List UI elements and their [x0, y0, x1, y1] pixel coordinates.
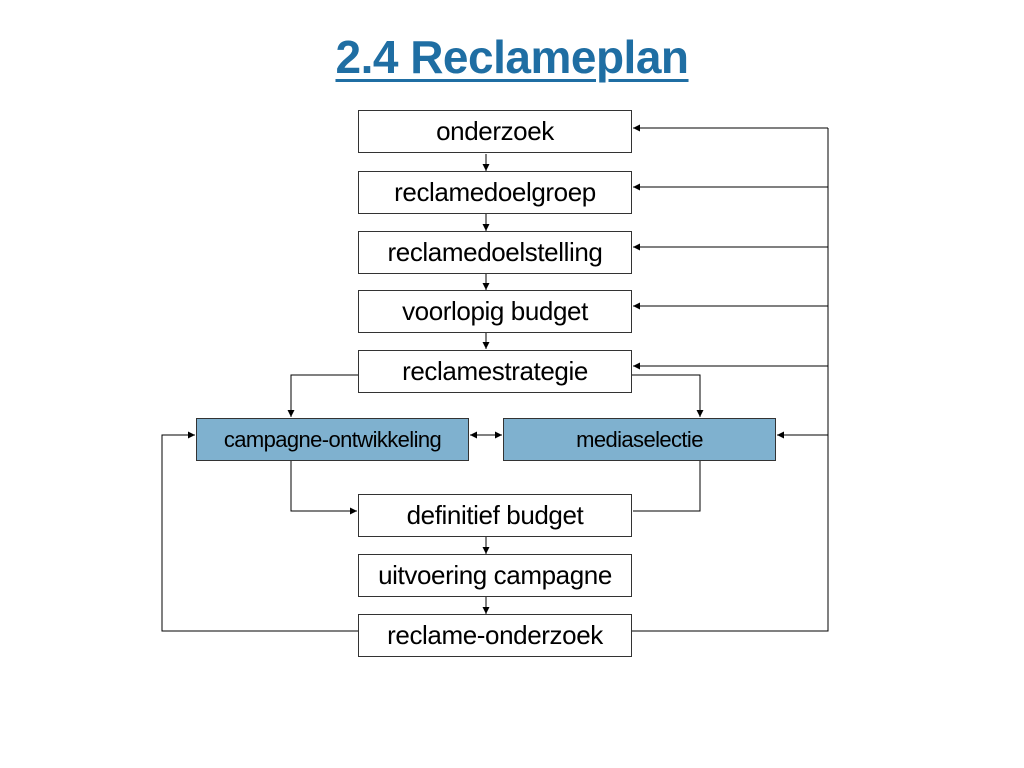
feedback-left-to-campagne: [161, 431, 358, 632]
box-reclamedoelgroep: reclamedoelgroep: [358, 171, 632, 214]
box-reclamestrategie: reclamestrategie: [358, 350, 632, 393]
arrow-strategie-to-campagne: [287, 374, 358, 417]
box-campagne-ontwikkeling: campagne-ontwikkeling: [196, 418, 469, 461]
arrow-strategie-to-media: [632, 374, 704, 417]
feedback-right-line: [632, 128, 829, 632]
page-title: 2.4 Reclameplan: [335, 31, 689, 83]
box-voorlopig-budget: voorlopig budget: [358, 290, 632, 333]
box-uitvoering-campagne: uitvoering campagne: [358, 554, 632, 597]
arrow-media-to-definitief: [633, 461, 701, 512]
box-onderzoek: onderzoek: [358, 110, 632, 153]
box-reclame-onderzoek: reclame-onderzoek: [358, 614, 632, 657]
box-reclamedoelstelling: reclamedoelstelling: [358, 231, 632, 274]
box-definitief-budget: definitief budget: [358, 494, 632, 537]
box-mediaselectie: mediaselectie: [503, 418, 776, 461]
arrow-campagne-to-definitief: [290, 461, 357, 515]
